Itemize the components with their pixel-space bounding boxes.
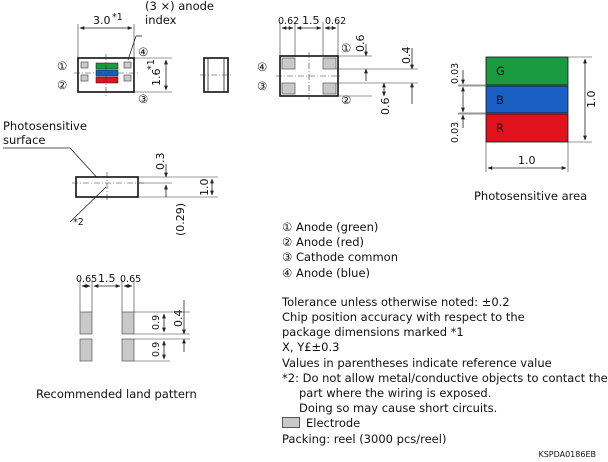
photosensitive-area-drawing: G B R 1.0 0.03 0.03 1.0 xyxy=(450,56,598,172)
index-label-1: (3 ×) anode xyxy=(145,0,214,13)
land-dim-left: 0.65 xyxy=(76,274,97,285)
top-red-area xyxy=(95,76,119,84)
land-dim-right: 0.65 xyxy=(120,274,141,285)
tolerance-note: Tolerance unless otherwise noted: ±0.2 xyxy=(282,294,510,309)
side-view: Photosensitive surface *2 0.3 1.0 (0.29) xyxy=(3,119,218,236)
land-pattern: 0.65 1.5 0.65 0.9 0.4 0.9 xyxy=(76,272,190,362)
note2-line-2: part where the wiring is exposed. xyxy=(299,386,492,401)
side-dim-10: 1.0 xyxy=(198,179,211,197)
notes-block: ① Anode (green) ② Anode (red) ③ Cathode … xyxy=(282,220,608,447)
top-height-dim-sup: *1 xyxy=(146,59,157,70)
area-label-r: R xyxy=(496,121,504,135)
area-dim-height: 1.0 xyxy=(585,91,598,109)
pad-dim-left: 0.62 xyxy=(278,16,299,27)
area-dim-width: 1.0 xyxy=(518,154,536,167)
pad-view-pad-1 xyxy=(322,57,337,70)
side-label-2: surface xyxy=(3,133,46,147)
pad-marker-1: ① xyxy=(341,41,351,55)
area-label-b: B xyxy=(496,93,504,107)
note2-line-3: Doing so may cause short circuits. xyxy=(299,401,498,416)
side-label-1: Photosensitive xyxy=(3,119,87,133)
pad-dim-06-a: 0.6 xyxy=(354,35,367,53)
area-dim-gap-bottom: 0.03 xyxy=(450,122,461,143)
land-pad-top-right xyxy=(121,311,135,335)
pad-view: 0.62 1.5 0.62 ④ ③ ① ② 0.6 0.4 0.6 xyxy=(257,14,418,115)
land-dim-center: 1.5 xyxy=(98,272,116,285)
pad-marker-3: ③ xyxy=(257,79,267,93)
area-dim-gap-top: 0.03 xyxy=(450,63,461,84)
top-marker-1: ① xyxy=(57,59,67,73)
land-pad-top-left xyxy=(79,311,93,335)
packing-note: Packing: reel (3000 pcs/reel) xyxy=(282,431,447,446)
land-pad-bottom-left xyxy=(79,338,93,362)
legend-item-1: ① Anode (green) xyxy=(282,220,379,234)
pad-marker-4: ④ xyxy=(257,60,267,74)
top-view: 3.0 *1 (3 ×) anode index ① ② ③ ④ 1.6 *1 xyxy=(57,0,232,106)
electrode-label: Electrode xyxy=(306,416,361,431)
chip-note-2: package dimensions marked *1 xyxy=(282,325,464,340)
note2-leader xyxy=(69,186,107,223)
photosensitive-area-caption: Photosensitive area xyxy=(474,189,588,203)
land-dim-09-b: 0.9 xyxy=(151,342,162,357)
pad-dim-04: 0.4 xyxy=(400,47,413,65)
top-pad-4 xyxy=(123,61,132,69)
chip-note-3: X, Y£±0.3 xyxy=(282,340,340,355)
top-pad-1 xyxy=(80,61,89,69)
land-dim-09-a: 0.9 xyxy=(151,315,162,330)
area-green xyxy=(485,56,569,86)
top-width-dim-sup: *1 xyxy=(112,12,123,23)
index-leader xyxy=(127,35,137,61)
document-code: KSPDA0186EB xyxy=(538,450,596,459)
top-marker-3: ③ xyxy=(138,92,148,106)
area-red xyxy=(485,113,569,143)
electrode-swatch xyxy=(282,417,300,429)
side-dim-029: (0.29) xyxy=(174,203,187,236)
legend-item-2: ② Anode (red) xyxy=(282,235,365,250)
top-pad-3 xyxy=(123,74,132,82)
chip-note-1: Chip position accuracy with respect to t… xyxy=(282,310,525,325)
legend-item-3: ③ Cathode common xyxy=(282,250,398,265)
top-green-area xyxy=(95,62,119,70)
pad-marker-2: ② xyxy=(341,93,351,107)
pad-view-pad-2 xyxy=(322,82,337,95)
reference-note: Values in parentheses indicate reference… xyxy=(282,355,552,370)
top-width-dim: 3.0 xyxy=(93,14,111,27)
area-label-g: G xyxy=(496,64,505,78)
top-height-dim: 1.6 xyxy=(150,69,163,87)
pad-dim-06-b: 0.6 xyxy=(379,98,392,116)
land-pad-bottom-right xyxy=(121,338,135,362)
note2-line-1: *2: Do not allow metal/conductive object… xyxy=(282,370,608,385)
top-pad-2 xyxy=(80,74,89,82)
area-blue xyxy=(485,85,569,114)
land-dim-04: 0.4 xyxy=(172,310,185,328)
side-dim-03: 0.3 xyxy=(154,153,167,171)
top-marker-4: ④ xyxy=(138,45,148,59)
electrode-legend: Electrode xyxy=(282,416,598,431)
pad-view-pad-3 xyxy=(281,82,296,95)
index-label-2: index xyxy=(145,13,177,27)
pad-dim-center: 1.5 xyxy=(302,14,320,27)
land-pattern-caption: Recommended land pattern xyxy=(36,387,197,401)
top-marker-2: ② xyxy=(57,78,67,92)
legend-item-4: ④ Anode (blue) xyxy=(282,265,371,280)
pad-dim-right: 0.62 xyxy=(325,16,346,27)
side-note-mark: *2 xyxy=(73,217,84,228)
pad-view-pad-4 xyxy=(281,57,296,70)
